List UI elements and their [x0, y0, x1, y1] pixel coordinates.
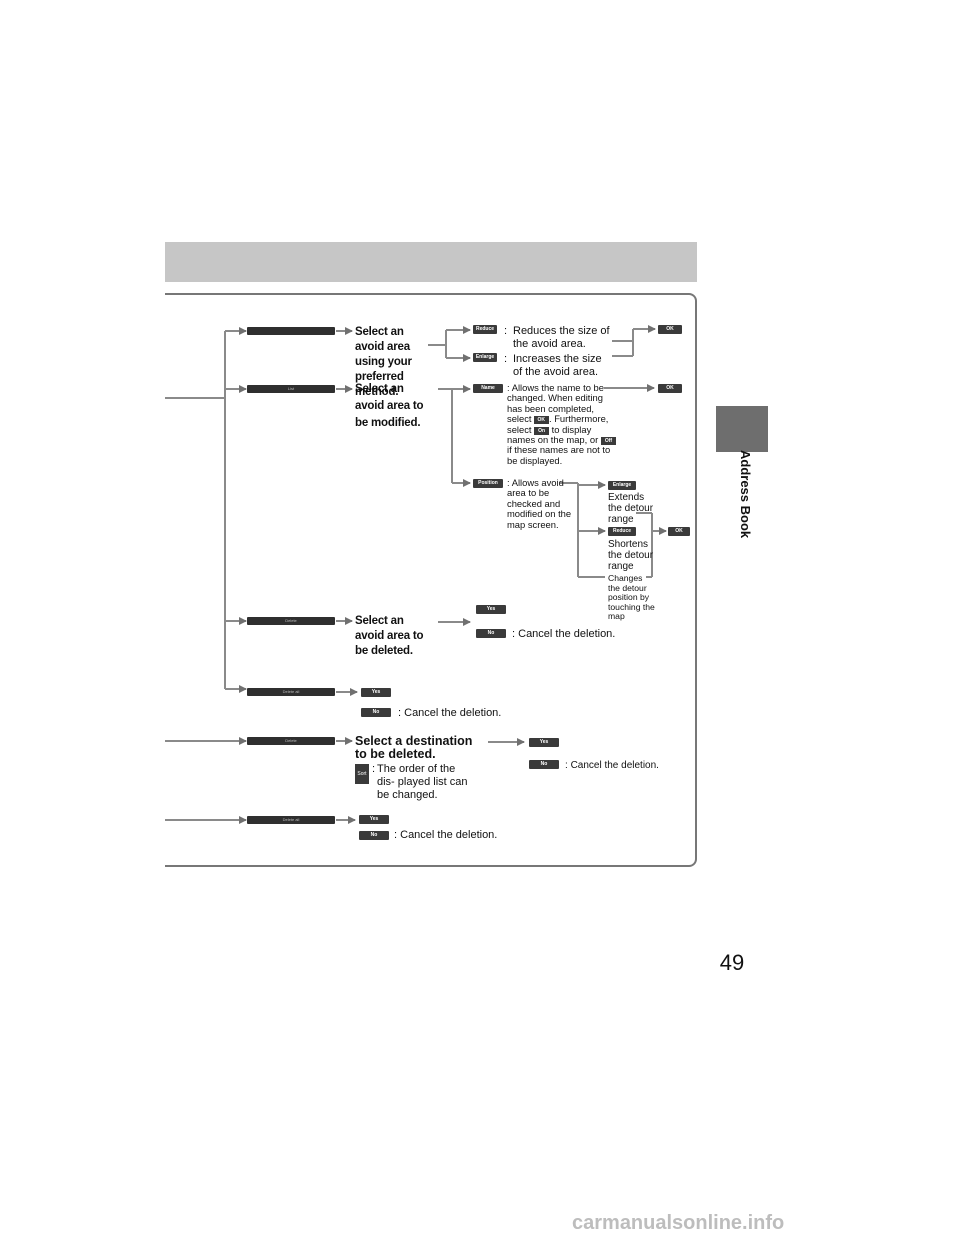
reduce-button[interactable]: Reduce: [473, 325, 497, 334]
no-button-destination[interactable]: No: [529, 760, 559, 769]
yes-button-destination[interactable]: Yes: [529, 738, 559, 747]
enlarge-detour-button[interactable]: Enlarge: [608, 481, 636, 490]
reduce-detour-button[interactable]: Reduce: [608, 527, 636, 536]
ok-inline-button: OK: [533, 416, 549, 425]
cancel-description-delete: : Cancel the deletion.: [512, 628, 616, 640]
no-button-destination-all[interactable]: No: [359, 831, 389, 840]
enlarge-button[interactable]: Enlarge: [473, 353, 497, 362]
on-inline-button: On: [534, 426, 550, 435]
yes-button-destination-all[interactable]: Yes: [359, 815, 389, 824]
shortens-description: Shortens the detour range: [608, 539, 654, 572]
label-select-destination-delete: Select a destination to be deleted.: [355, 734, 473, 761]
cancel-description-destination: : Cancel the deletion.: [565, 760, 659, 771]
menu-bar-list[interactable]: List: [247, 385, 335, 393]
menu-bar-delete[interactable]: Delete: [247, 617, 335, 625]
cancel-description-destination-all: : Cancel the deletion.: [394, 829, 498, 841]
side-tab: [716, 406, 768, 452]
no-button-delete-all[interactable]: No: [361, 708, 391, 717]
no-button-delete[interactable]: No: [476, 629, 506, 638]
menu-bar-delete-all[interactable]: Delete all: [247, 688, 335, 696]
watermark: carmanualsonline.info: [572, 1212, 785, 1234]
ok-button-detour[interactable]: OK: [668, 527, 690, 536]
ok-button-name[interactable]: OK: [658, 384, 682, 393]
cancel-description-delete-all: : Cancel the deletion.: [398, 707, 502, 719]
reduce-description: :Reduces the size of the avoid area.: [504, 325, 610, 350]
yes-button-delete[interactable]: Yes: [476, 605, 506, 614]
off-inline-button: Off: [600, 437, 617, 446]
section-header-bar: [165, 242, 697, 282]
sort-description: :The order of the dis- played list can b…: [372, 763, 468, 801]
changes-description: Changes the detour position by touching …: [608, 573, 655, 622]
side-label: Address Book: [738, 450, 753, 539]
position-button[interactable]: Position: [473, 479, 503, 488]
name-button[interactable]: Name: [473, 384, 503, 393]
name-description: : Allows the name to be changed. When ed…: [507, 382, 617, 466]
menu-bar-destination-delete-all[interactable]: Delete all: [247, 816, 335, 824]
extends-description: Extends the detour range: [608, 492, 654, 525]
sort-button[interactable]: Sort: [355, 764, 369, 784]
yes-button-delete-all[interactable]: Yes: [361, 688, 391, 697]
position-description: : Allows avoid area to be checked and mo…: [507, 477, 572, 530]
label-select-avoid-delete: Select an avoid area to be deleted.: [355, 615, 424, 657]
enlarge-description: :Increases the size of the avoid area.: [504, 353, 602, 378]
label-select-avoid-modify: Select an avoid area to be modified.: [355, 383, 424, 429]
page-number: 49: [719, 950, 745, 975]
label-select-avoid-method: Select an avoid area using your preferre…: [355, 326, 412, 398]
ok-button[interactable]: OK: [658, 325, 682, 334]
menu-bar-destination-delete[interactable]: Delete: [247, 737, 335, 745]
menu-bar-avoid-add[interactable]: [247, 327, 335, 335]
content-frame: [165, 293, 697, 867]
